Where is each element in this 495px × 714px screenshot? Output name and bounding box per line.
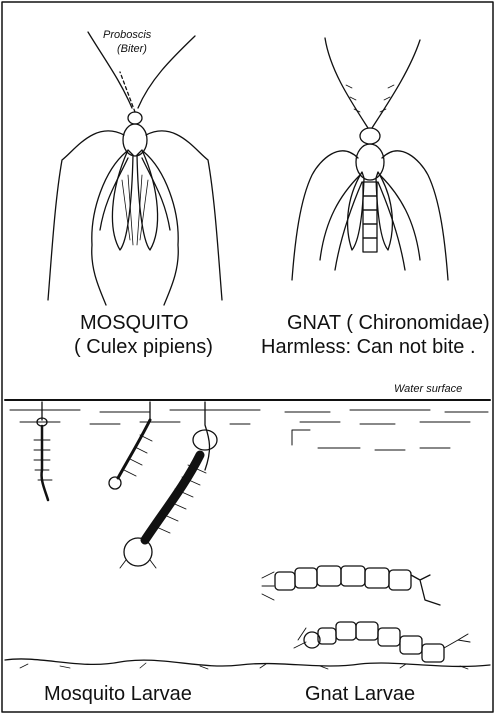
biter-label: (Biter) xyxy=(117,44,147,55)
gnat-harmless-note: Harmless: Can not bite . xyxy=(261,337,476,357)
mosquito-scientific-name: ( Culex pipiens) xyxy=(74,337,213,357)
gnat-larvae-label: Gnat Larvae xyxy=(305,684,415,704)
bottom-sediment xyxy=(5,659,490,669)
gnat-larvae-drawing xyxy=(262,566,470,662)
gnat-name: GNAT ( Chironomidae) xyxy=(287,313,490,333)
mosquito-drawing xyxy=(48,32,222,305)
proboscis-label: Proboscis xyxy=(103,30,151,41)
water-surface-label: Water surface xyxy=(394,384,462,395)
mosquito-name: MOSQUITO xyxy=(80,313,189,333)
gnat-drawing xyxy=(292,38,448,280)
mosquito-larvae-drawing xyxy=(34,402,217,568)
water-lines xyxy=(5,400,490,450)
mosquito-larvae-label: Mosquito Larvae xyxy=(44,684,192,704)
